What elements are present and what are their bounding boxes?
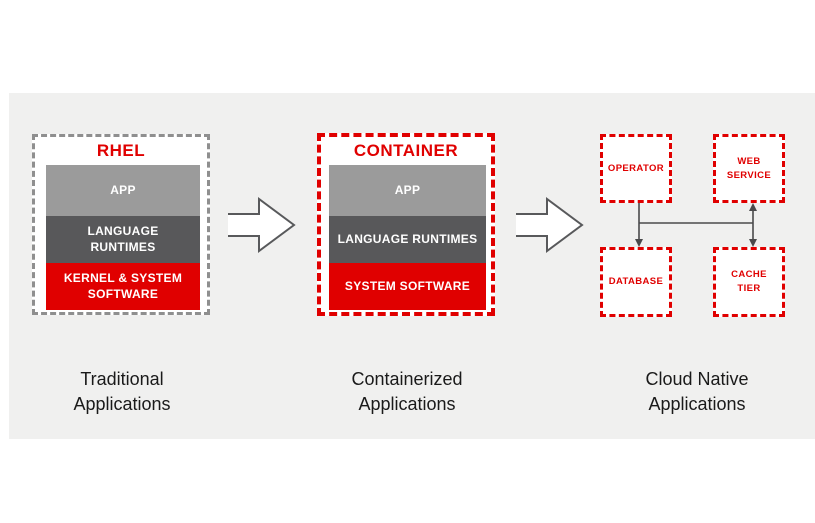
rhel-box-title: RHEL (96, 141, 146, 160)
layer-kernel-system-software: KERNEL & SYSTEM SOFTWARE (46, 263, 200, 310)
right-arrow-icon (516, 197, 584, 253)
web-service-node: WEB SERVICE (713, 134, 785, 203)
rhel-box: RHEL APP LANGUAGE RUNTIMES KERNEL & SYST… (32, 134, 210, 315)
layer-app: APP (46, 165, 200, 216)
cloud-native-applications-caption: Cloud Native Applications (645, 369, 749, 414)
layer-language-runtimes: LANGUAGE RUNTIMES (46, 216, 200, 263)
layer-language-runtimes: LANGUAGE RUNTIMES (329, 216, 486, 263)
right-arrow-icon (228, 197, 296, 253)
container-box: CONTAINER APP LANGUAGE RUNTIMES SYSTEM S… (317, 133, 495, 316)
container-layer-stack: APP LANGUAGE RUNTIMES SYSTEM SOFTWARE (329, 165, 486, 310)
database-node: DATABASE (600, 247, 672, 317)
operator-node: OPERATOR (600, 134, 672, 203)
layer-app: APP (329, 165, 486, 216)
containerized-applications-caption: Containerized Applications (351, 369, 463, 414)
container-box-title: CONTAINER (353, 141, 459, 160)
cache-tier-node: CACHE TIER (713, 247, 785, 317)
layer-system-software: SYSTEM SOFTWARE (329, 263, 486, 310)
traditional-applications-caption: Traditional Applications (73, 369, 171, 414)
rhel-layer-stack: APP LANGUAGE RUNTIMES KERNEL & SYSTEM SO… (46, 165, 200, 310)
